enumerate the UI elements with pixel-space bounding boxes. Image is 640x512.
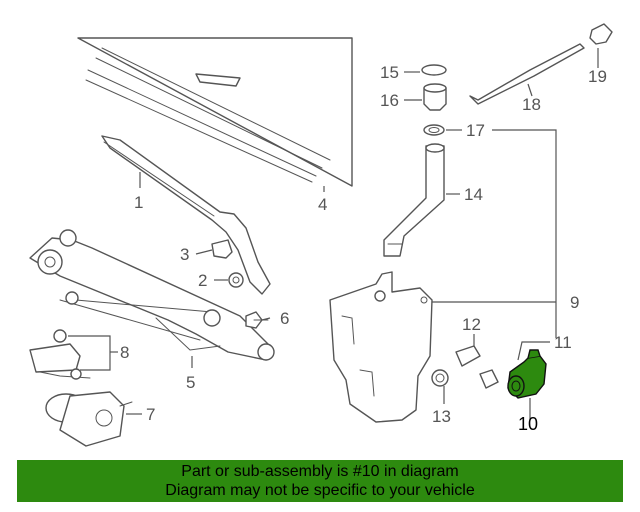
callout-1: 1 [134,193,143,212]
banner-line-part-number: Part or sub-assembly is #10 in diagram [181,463,459,480]
callout-15: 15 [380,63,399,82]
callout-5: 5 [186,373,195,392]
callout-11: 11 [554,333,572,352]
reservoir-caps-illustration [421,64,447,136]
washer-reservoir-illustration [329,271,433,423]
wiper-arm-illustration [101,135,271,295]
callout-17: 17 [466,121,485,140]
callout-8: 8 [120,343,129,362]
callout-2: 2 [198,271,207,290]
part-info-banner: Part or sub-assembly is #10 in diagram D… [17,460,623,502]
callout-13: 13 [432,407,451,426]
callout-16: 16 [380,91,399,110]
callout-6: 6 [280,309,289,328]
hose-and-clip-illustration [469,23,613,105]
pump-grommet-illustration [479,369,499,389]
leader-lines [68,48,599,420]
callout-9: 9 [570,293,579,312]
callout-12: 12 [462,315,481,334]
bolt-illustration [245,311,269,329]
banner-line-disclaimer: Diagram may not be specific to your vehi… [165,482,475,499]
wiper-motor-illustration [45,391,133,447]
callout-19: 19 [588,67,607,86]
callout-labels: 1 2 3 4 5 6 7 8 9 10 11 12 13 14 15 16 1… [120,63,607,434]
highlighted-part-10-illustration [507,349,547,399]
callout-3: 3 [180,245,189,264]
wiper-linkage-illustration [29,229,275,361]
washer-pump-illustration [431,345,481,387]
wiper-blade-illustration [77,37,353,187]
callout-14: 14 [464,185,483,204]
callout-4: 4 [318,195,327,214]
filler-neck-illustration [383,143,445,257]
callout-7: 7 [146,405,155,424]
parts-diagram: 1 2 3 4 5 6 7 8 9 10 11 12 13 14 15 16 1… [29,23,613,447]
callout-18: 18 [522,95,541,114]
connector-harness-illustration [29,329,91,380]
cap-and-nut-illustration [211,239,244,288]
callout-10: 10 [518,414,538,434]
